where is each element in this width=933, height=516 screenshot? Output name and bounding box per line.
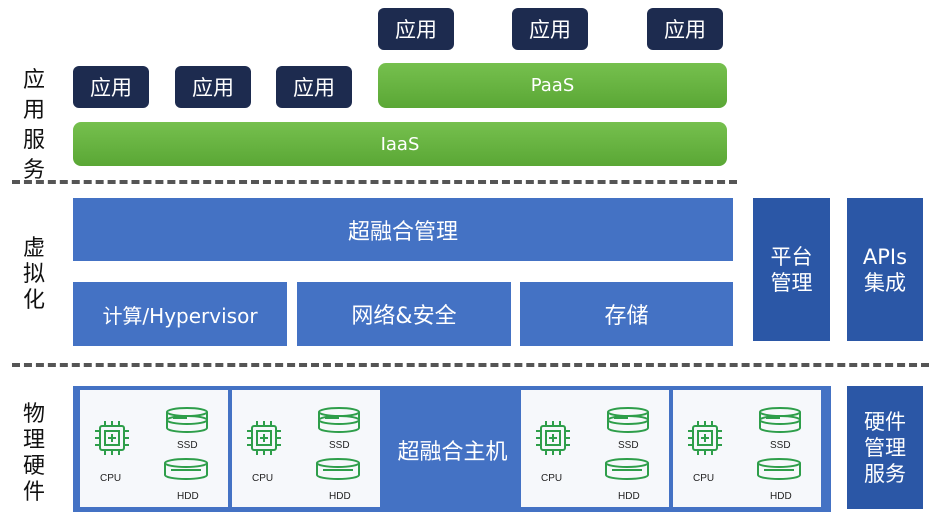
hdd-label: HDD: [770, 491, 792, 502]
cpu-label: CPU: [100, 473, 122, 484]
ssd-drive-icon: [166, 407, 208, 433]
label-virtualization: 虚 拟 化: [22, 236, 45, 313]
server-unit-2: CPU SSD HDD: [232, 390, 380, 507]
hdd-label: HDD: [618, 491, 640, 502]
app-block-top-2: 应用: [512, 8, 588, 50]
hdd-drive-icon: [164, 458, 208, 480]
ssd-label: SSD: [329, 440, 350, 451]
server-unit-4: CPU SSD HDD: [673, 390, 821, 507]
paas-bar: PaaS: [378, 63, 727, 108]
separator-top: [12, 180, 737, 184]
ssd-drive-icon: [607, 407, 649, 433]
platform-management-block: 平台 管理: [753, 198, 830, 341]
iaas-bar: IaaS: [73, 122, 727, 166]
server-unit-3: CPU SSD HDD: [521, 390, 669, 507]
storage-block: 存储: [520, 282, 733, 346]
hci-management-bar: 超融合管理: [73, 198, 733, 261]
server-unit-1: CPU SSD HDD: [80, 390, 228, 507]
label-physical-hardware: 物 理 硬 件: [22, 402, 45, 505]
app-block-top-3: 应用: [647, 8, 723, 50]
label-app-services: 应用 服务: [22, 68, 45, 183]
hdd-drive-icon: [316, 458, 360, 480]
cpu-chip-icon: [536, 421, 570, 455]
app-block-2: 应用: [175, 66, 251, 108]
hdd-label: HDD: [177, 491, 199, 502]
cpu-chip-icon: [688, 421, 722, 455]
hci-host-title: 超融合主机: [397, 440, 508, 465]
cpu-label: CPU: [693, 473, 715, 484]
hardware-management-block: 硬件 管理 服务: [847, 386, 923, 509]
cpu-label: CPU: [252, 473, 274, 484]
cpu-chip-icon: [95, 421, 129, 455]
apis-integration-block: APIs 集成: [847, 198, 923, 341]
app-block-top-1: 应用: [378, 8, 454, 50]
ssd-label: SSD: [770, 440, 791, 451]
app-block-3: 应用: [276, 66, 352, 108]
ssd-drive-icon: [318, 407, 360, 433]
cpu-chip-icon: [247, 421, 281, 455]
hdd-drive-icon: [757, 458, 801, 480]
ssd-label: SSD: [177, 440, 198, 451]
hdd-drive-icon: [605, 458, 649, 480]
app-block-1: 应用: [73, 66, 149, 108]
compute-hypervisor-block: 计算/Hypervisor: [73, 282, 287, 346]
separator-bottom: [12, 363, 929, 367]
ssd-drive-icon: [759, 407, 801, 433]
hdd-label: HDD: [329, 491, 351, 502]
cpu-label: CPU: [541, 473, 563, 484]
ssd-label: SSD: [618, 440, 639, 451]
network-security-block: 网络&安全: [297, 282, 511, 346]
